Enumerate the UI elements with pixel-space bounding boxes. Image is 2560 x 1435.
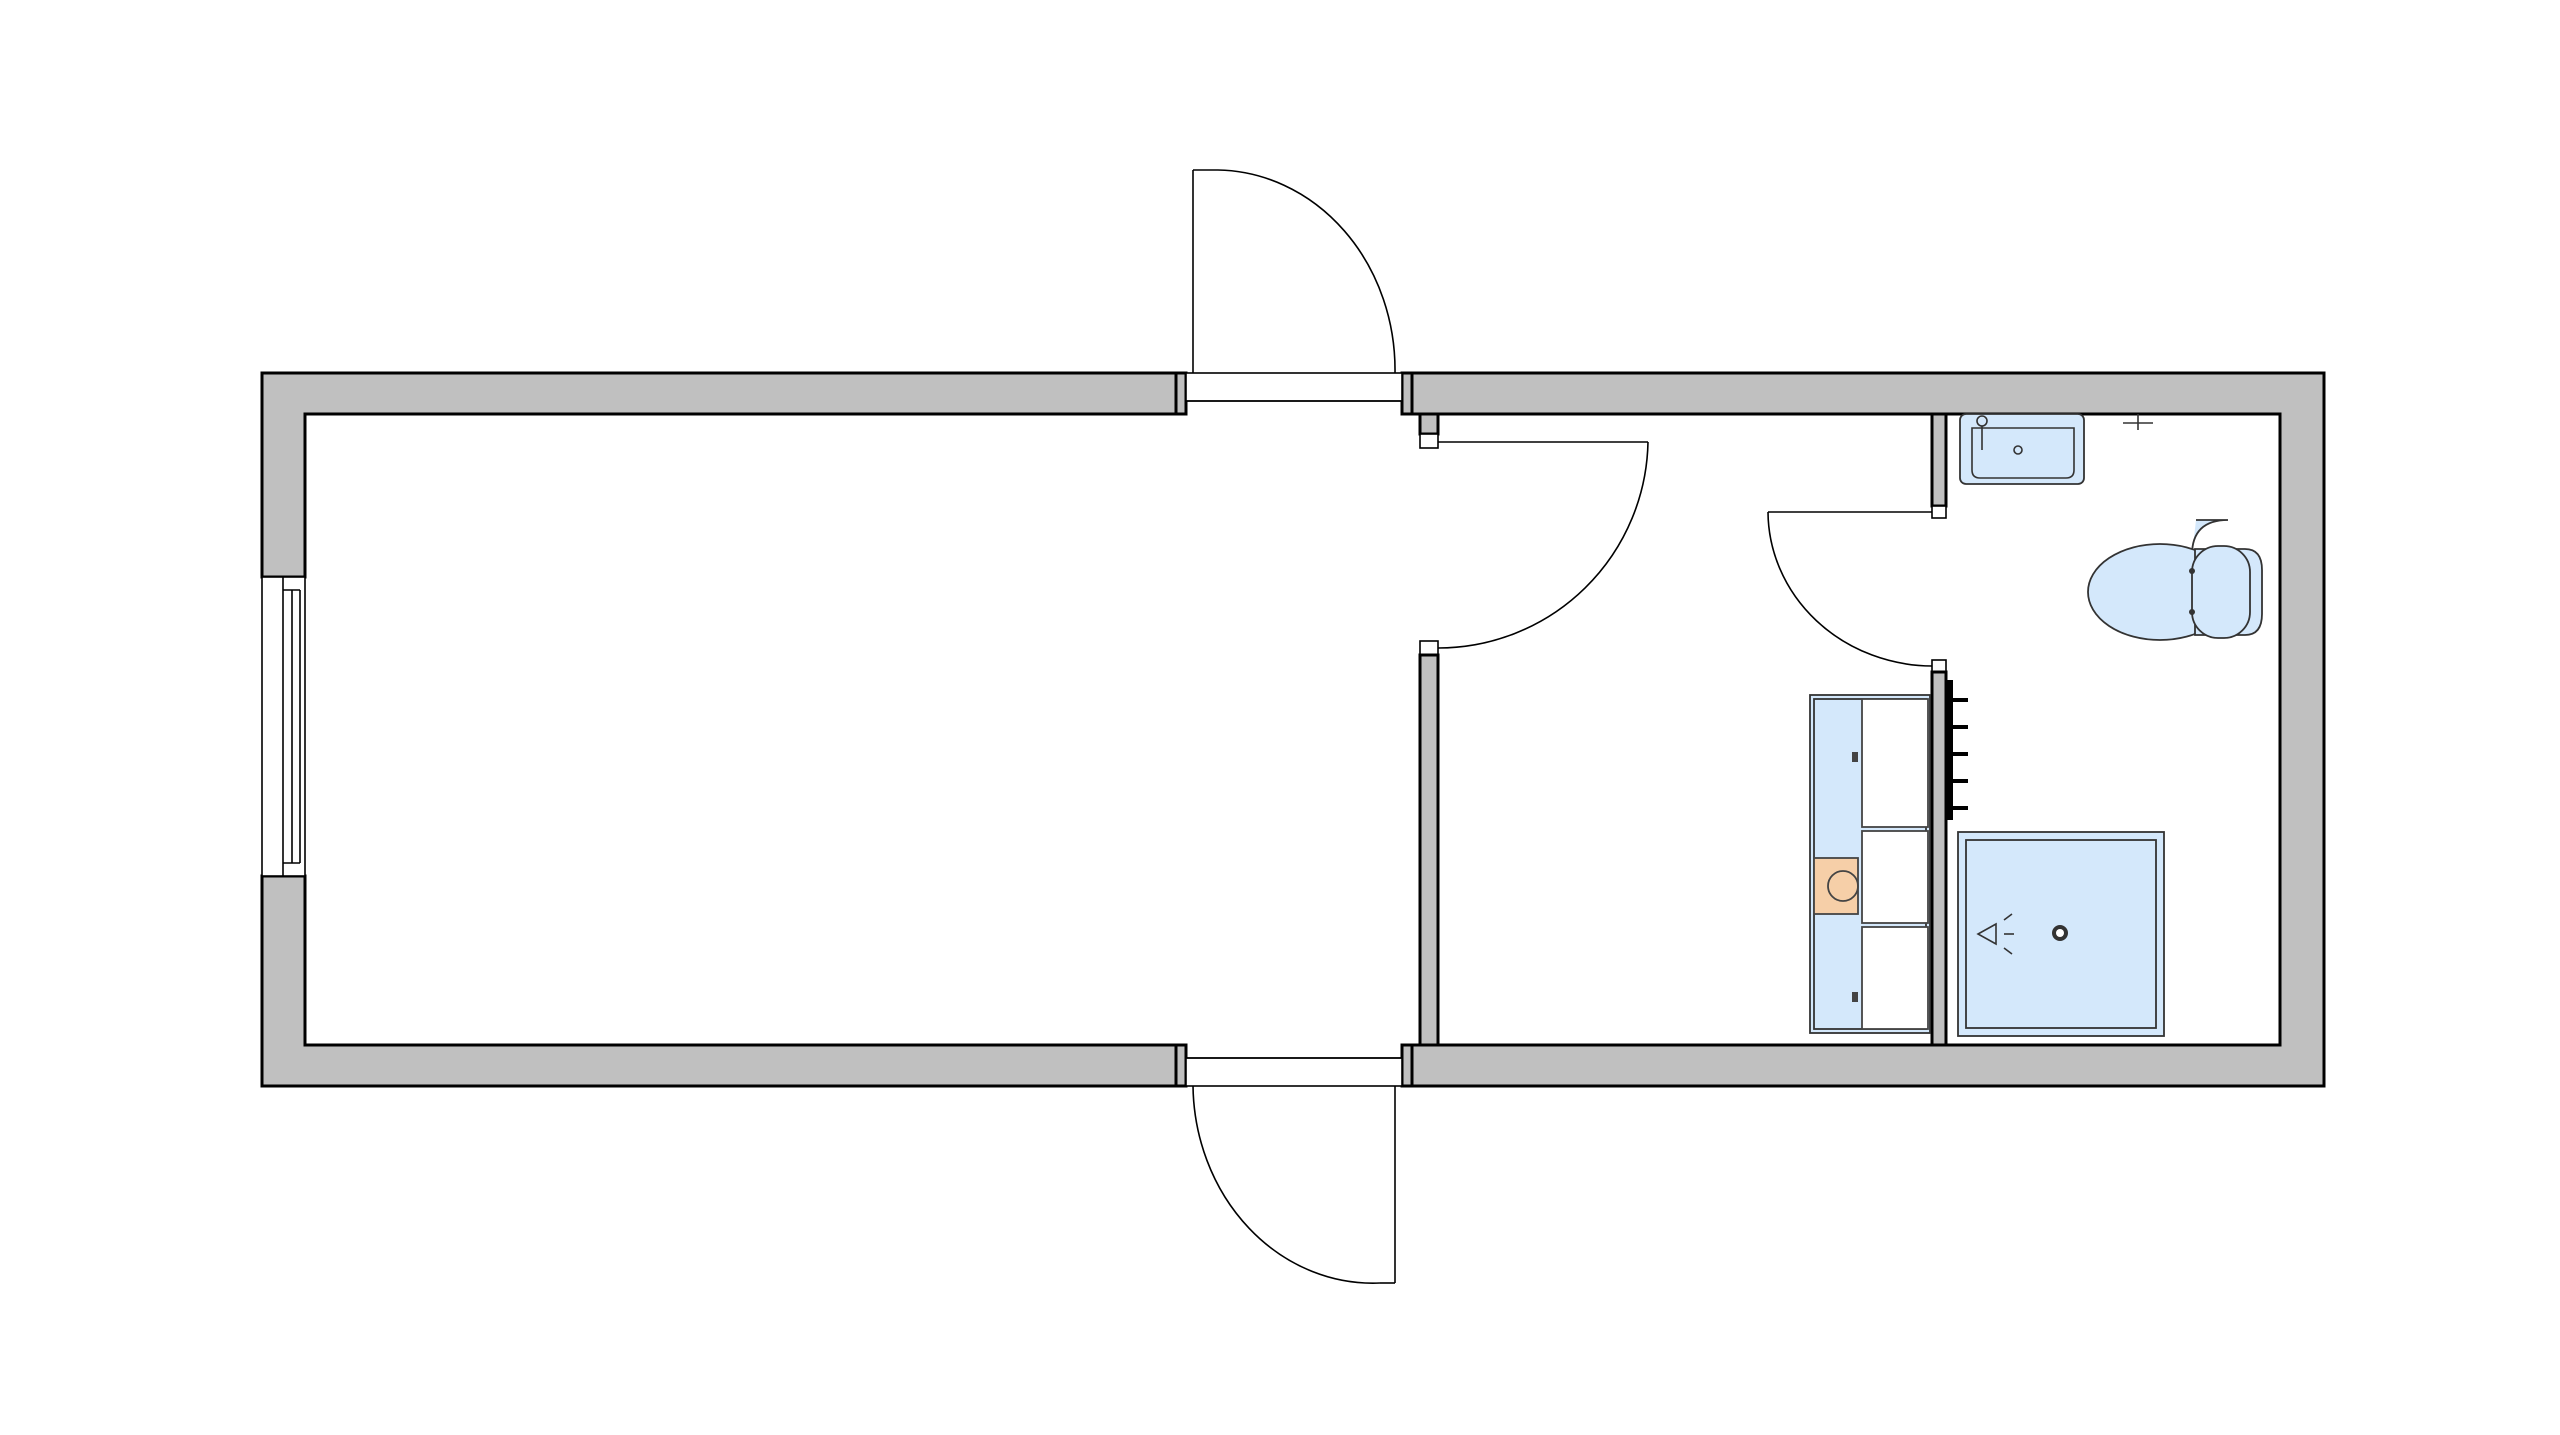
- interior-partition-1: [1418, 412, 1440, 1047]
- top-door-jamb-right: [1400, 371, 1414, 416]
- towel-hook-icon: [2123, 414, 2153, 430]
- toilet-icon: [2087, 519, 2263, 641]
- interior-partition-2: [1930, 412, 1948, 1047]
- radiator-icon: [1946, 680, 1968, 820]
- bottom-door-swing-icon: [1185, 1057, 1403, 1284]
- shower-tray-icon: [1957, 831, 2165, 1037]
- bathroom-door-swing-icon: [1767, 511, 1933, 667]
- kitchenette-icon: [1809, 694, 1931, 1034]
- window-icon: [261, 576, 306, 877]
- top-door-swing-icon: [1185, 169, 1403, 402]
- washbasin-icon: [1959, 413, 2085, 485]
- bottom-door-jamb-right: [1400, 1043, 1414, 1088]
- bottom-door-jamb-left: [1174, 1043, 1188, 1088]
- exterior-walls: [260, 371, 2326, 1088]
- top-door-jamb-left: [1174, 371, 1188, 416]
- interior-door-swing-icon: [1437, 441, 1649, 649]
